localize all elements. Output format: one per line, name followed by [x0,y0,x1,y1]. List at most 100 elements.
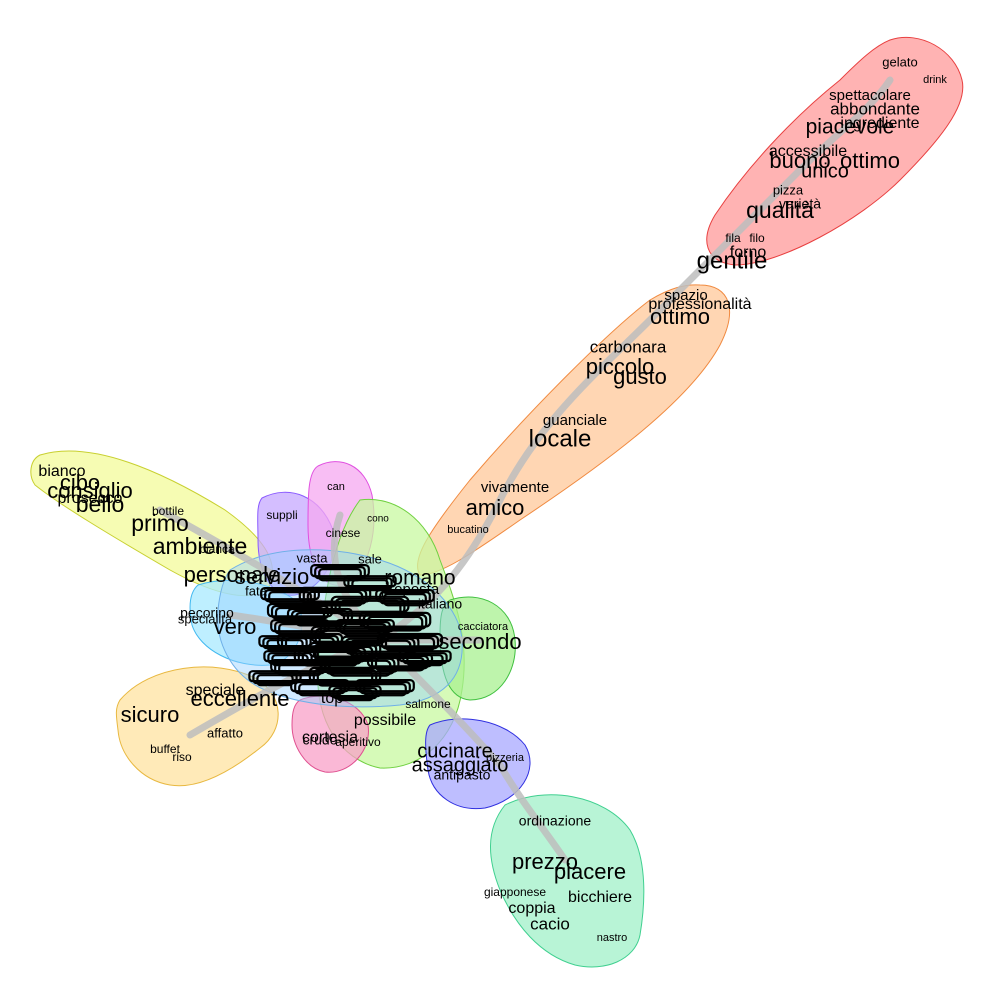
word-label: cacio [530,914,570,933]
hub-glyph-mark [376,632,444,648]
word-label: gelato [882,54,917,69]
hub-glyph-mark [312,643,378,660]
word-label: can [327,481,345,493]
edge [376,76,894,644]
hub-glyph-mark [318,567,362,582]
word-label: qualità [746,197,814,223]
word-label: bicchiere [568,889,632,906]
word-label: riso [172,750,192,764]
word-label: ottimo [650,304,710,329]
word-label: piacevole [806,116,895,139]
word-label: spettacolare [829,87,911,104]
word-label: bucatino [447,524,489,536]
hub-glyph-mark [310,563,370,578]
word-label: nastro [597,932,628,944]
word-label: prezzo [512,849,578,874]
word-label: romano [384,567,455,590]
word-label: top [321,690,343,707]
word-label: speciale [186,682,245,699]
hub-glyph-mark [328,685,382,698]
hub-glyph-mark [256,674,294,687]
word-label: carbonara [590,337,667,356]
hub-glyph-mark [335,618,395,633]
word-label: gentile [697,247,768,274]
word-label: fata [245,583,267,598]
word-label: affatto [207,725,243,740]
word-label: sicuro [121,702,180,727]
cluster-region-pink [291,695,369,773]
word-label: ambiente [153,533,248,559]
word-label: drink [923,74,947,86]
word-label: ingrediente [840,115,919,132]
word-label: assaggiato [412,754,509,776]
word-label: bottile [152,504,184,518]
word-label: bianco [38,463,85,480]
cluster-region-green [439,596,516,701]
word-label: pizzeria [486,752,525,764]
word-label: vasta [296,550,328,565]
word-label: secondo [438,629,521,654]
hub-glyph-mark [268,590,312,605]
hub-glyph-mark [339,620,391,635]
word-label: professionalità [648,296,751,313]
hub-glyph-mark [332,687,378,700]
word-label: cinese [326,526,361,540]
word-label: eccellente [190,686,289,711]
word-label: possibile [354,712,416,729]
word-label: bello [76,491,125,517]
hub-glyph-mark [252,672,298,685]
word-label: vivamente [481,479,549,496]
word-label: salmone [405,697,451,711]
hub-glyph-mark [351,579,389,592]
word-label: servizio [235,564,310,589]
word-labels: gelatodrinkspettacolareabbondanteingredi… [38,54,947,943]
word-label: consiglio [47,478,133,503]
word-label: giapponese [484,885,546,899]
word-label: sale [358,551,382,566]
hub-glyph-mark [260,586,320,601]
word-label: vero [214,614,257,639]
word-label: antipasto [434,767,491,783]
word-label: personale [184,562,281,587]
hub-glyph-mark [383,592,427,607]
word-label: unico [801,160,849,182]
hub-glyph-mark [262,637,308,650]
hub-glyph-mark [336,689,374,702]
word-label: ordinazione [519,813,592,829]
word-label: cibo [60,470,100,495]
word-label: fila [725,231,741,245]
hub-glyph-mark [406,654,444,667]
word-label: ottimo [840,148,900,173]
word-label: cono [367,514,389,525]
word-label: filo [749,231,765,245]
hub-glyph-mark [314,565,366,580]
hub-glyph-mark [271,654,309,667]
hub-glyph-mark [398,650,452,663]
word-label: aperitivo [335,735,381,749]
hub-glyph-mark [267,652,313,665]
word-label: accessibile [769,143,847,160]
hub-glyph-mark [266,639,304,652]
word-label: amico [466,495,525,520]
word-label: primo [131,510,189,536]
word-label: prosecco [58,490,123,507]
hub-glyph-mark [248,670,302,683]
word-label: cucinare [417,740,493,762]
hub-glyph-mark [290,609,350,625]
cluster-region-blue [425,718,531,810]
hub-glyph-mark [308,641,382,658]
word-label: proposta [381,581,440,598]
hub-glyph-mark [264,588,316,603]
hub-glyph-mark [380,634,440,650]
cluster-region-red [706,36,964,266]
word-label: specialità [178,611,233,626]
word-label: bianca [199,542,235,556]
word-label: varietà [779,196,821,212]
cluster-region-mint [490,794,645,968]
hub-glyph-mark [286,607,354,623]
hub-glyph-mark [308,666,382,683]
hub-glyph-mark [402,652,448,665]
word-label: suppli [266,508,297,522]
